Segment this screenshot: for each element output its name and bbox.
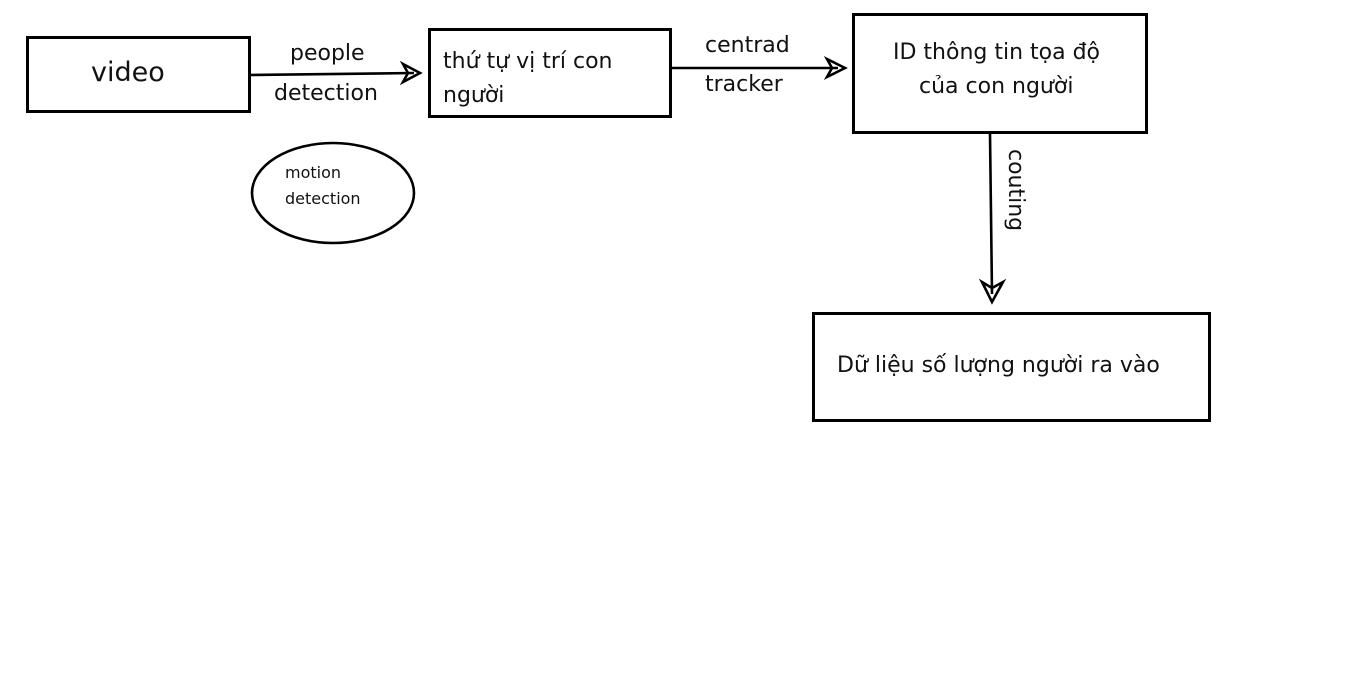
node-position-line2: người bbox=[443, 83, 505, 108]
edge-label-centrad: centrad bbox=[705, 33, 790, 58]
node-id-info-line2: của con người bbox=[919, 74, 1074, 99]
node-data-label: Dữ liệu số lượng người ra vào bbox=[837, 353, 1160, 378]
node-data: Dữ liệu số lượng người ra vào bbox=[812, 312, 1211, 422]
arrow-video-to-position bbox=[250, 71, 415, 77]
edge-label-people: people bbox=[290, 41, 365, 66]
node-video-label: video bbox=[91, 57, 165, 88]
edge-label-tracker: tracker bbox=[705, 72, 783, 97]
motion-detection-line2: detection bbox=[285, 189, 361, 208]
motion-detection-ellipse bbox=[250, 141, 416, 245]
arrow-id-to-data bbox=[988, 133, 994, 295]
arrowhead-video-to-position bbox=[399, 60, 423, 86]
motion-detection-line1: motion bbox=[285, 163, 342, 182]
node-position: thứ tự vị trí con người bbox=[428, 28, 672, 118]
node-id-info-line1: ID thông tin tọa độ bbox=[893, 40, 1101, 65]
node-id-info: ID thông tin tọa độ của con người bbox=[852, 13, 1148, 134]
node-position-line1: thứ tự vị trí con bbox=[443, 49, 613, 74]
edge-label-couting: couting bbox=[1003, 149, 1028, 232]
arrowhead-id-to-data bbox=[978, 278, 1007, 305]
node-video: video bbox=[26, 36, 251, 113]
arrowhead-position-to-id bbox=[823, 55, 848, 81]
edge-label-detection: detection bbox=[274, 81, 378, 106]
